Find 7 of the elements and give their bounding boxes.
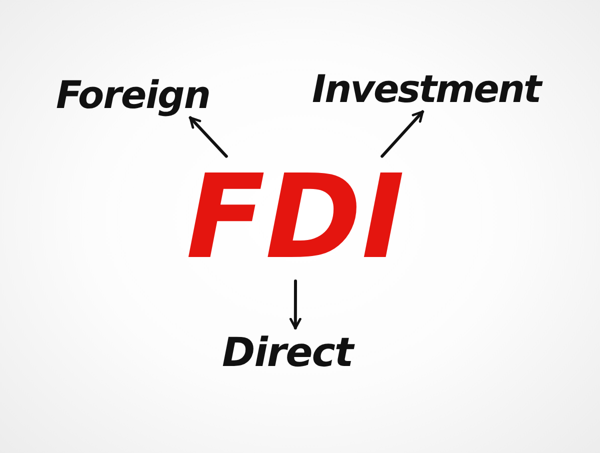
acronym-heading: FDI bbox=[186, 160, 405, 276]
arrow bbox=[380, 110, 424, 158]
term-label: Direct bbox=[222, 333, 353, 373]
term-label: Foreign bbox=[56, 76, 210, 114]
arrow bbox=[289, 280, 302, 330]
arrow bbox=[188, 116, 228, 158]
term-label: Investment bbox=[312, 70, 540, 108]
